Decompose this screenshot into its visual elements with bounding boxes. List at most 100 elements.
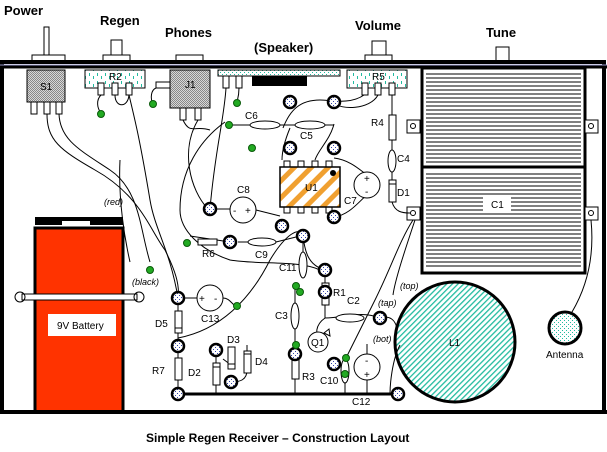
solder-pad xyxy=(208,342,224,358)
label-antenna: Antenna xyxy=(546,350,584,361)
wire-label-black: (black) xyxy=(132,277,159,287)
solder-pad xyxy=(326,94,342,110)
label-c13: C13 xyxy=(201,314,220,325)
chassis-bottom-edge xyxy=(0,410,607,414)
label-c3: C3 xyxy=(275,311,288,322)
label-c10: C10 xyxy=(320,376,339,387)
antenna-terminal[interactable]: Antenna xyxy=(546,310,584,361)
capacitor-c2: C2 xyxy=(335,296,365,323)
switch-s1: S1 xyxy=(26,69,66,115)
solder-pad xyxy=(326,356,342,372)
ground-point xyxy=(97,110,105,118)
solder-pad xyxy=(222,234,238,250)
label-c7: C7 xyxy=(344,196,357,207)
tune-knob-shaft[interactable] xyxy=(495,46,510,62)
solder-pad xyxy=(372,310,388,326)
ground-point xyxy=(342,354,350,362)
label-u1: U1 xyxy=(305,183,318,194)
solder-pad xyxy=(170,338,186,354)
c8-minus: - xyxy=(233,206,236,217)
solder-pad xyxy=(317,262,333,278)
c7-minus: - xyxy=(365,187,368,198)
label-d4: D4 xyxy=(255,357,268,368)
label-r1: R1 xyxy=(333,288,346,299)
regen-knob-shaft[interactable] xyxy=(102,39,131,62)
capacitor-c5: C5 xyxy=(290,120,334,142)
label-d1: D1 xyxy=(397,188,410,199)
caption-background xyxy=(0,414,607,452)
solder-pad xyxy=(170,386,186,402)
coil-l1: L1 xyxy=(393,280,517,404)
label-l1: L1 xyxy=(449,338,461,349)
c12-minus: - xyxy=(365,356,368,367)
wire-label-bot: (bot) xyxy=(373,334,392,344)
diode-d1: D1 xyxy=(388,179,410,203)
capacitor-c8: - + C8 xyxy=(216,185,281,224)
diode-d5: D5 xyxy=(155,310,183,334)
label-q1: Q1 xyxy=(311,338,325,349)
label-d3: D3 xyxy=(227,335,240,346)
capacitor-c11: C11 xyxy=(279,243,308,279)
potentiometer-r2: R2 xyxy=(84,69,146,96)
solder-pad xyxy=(223,374,239,390)
transistor-q1: Q1 xyxy=(307,328,331,353)
power-switch-toggle[interactable] xyxy=(31,26,66,62)
wire-label-top: (top) xyxy=(400,281,419,291)
resistor-r4: R4 xyxy=(371,114,397,141)
diagram-caption: Simple Regen Receiver – Construction Lay… xyxy=(146,431,409,445)
ground-point xyxy=(292,282,300,290)
label-battery: 9V Battery xyxy=(57,321,104,332)
label-c2: C2 xyxy=(347,296,360,307)
label-c5: C5 xyxy=(300,131,313,142)
ground-point xyxy=(183,239,191,247)
capacitor-c7: + - C7 xyxy=(344,171,381,207)
diode-d3: D3 xyxy=(227,335,240,370)
label-r2: R2 xyxy=(109,72,122,83)
ground-points xyxy=(97,99,350,378)
label-c9: C9 xyxy=(255,250,268,261)
c1-plates xyxy=(426,73,581,267)
label-phones: Phones xyxy=(165,25,212,40)
phones-jack-j1: J1 xyxy=(155,69,211,121)
label-r4: R4 xyxy=(371,118,384,129)
battery-9v: 9V Battery xyxy=(14,217,145,425)
capacitor-c6: C6 xyxy=(230,111,290,130)
label-d5: D5 xyxy=(155,319,168,330)
label-c1: C1 xyxy=(491,200,504,211)
diode-d2: D2 xyxy=(188,362,221,386)
ic-u1: U1 xyxy=(279,160,341,214)
solder-pad xyxy=(326,140,342,156)
ground-point xyxy=(146,266,154,274)
ground-point xyxy=(225,121,233,129)
solder-pad xyxy=(390,386,406,402)
label-c8: C8 xyxy=(237,185,250,196)
label-r5: R5 xyxy=(372,72,385,83)
diode-d4: D4 xyxy=(243,350,268,374)
c8-plus: + xyxy=(245,206,251,217)
label-c12: C12 xyxy=(352,397,371,408)
solder-pad xyxy=(170,290,186,306)
ground-point xyxy=(233,302,241,310)
solder-pad xyxy=(282,94,298,110)
volume-knob-shaft[interactable] xyxy=(364,40,393,62)
potentiometer-r5: R5 xyxy=(346,69,408,96)
ground-point xyxy=(341,370,349,378)
c13-plus: + xyxy=(199,294,205,305)
ground-point xyxy=(292,341,300,349)
ground-point xyxy=(248,144,256,152)
resistor-r7: R7 xyxy=(152,357,183,381)
label-speaker: (Speaker) xyxy=(254,40,313,55)
ground-point xyxy=(296,288,304,296)
label-r7: R7 xyxy=(152,366,165,377)
label-power: Power xyxy=(4,3,43,18)
label-j1: J1 xyxy=(185,80,196,91)
c7-plus: + xyxy=(364,174,370,185)
capacitor-c12: - + C12 xyxy=(352,344,381,408)
label-c4: C4 xyxy=(397,154,410,165)
label-d2: D2 xyxy=(188,368,201,379)
solder-pad xyxy=(202,201,218,217)
label-r3: R3 xyxy=(302,372,315,383)
solder-pad xyxy=(287,346,303,362)
solder-pad xyxy=(317,284,333,300)
